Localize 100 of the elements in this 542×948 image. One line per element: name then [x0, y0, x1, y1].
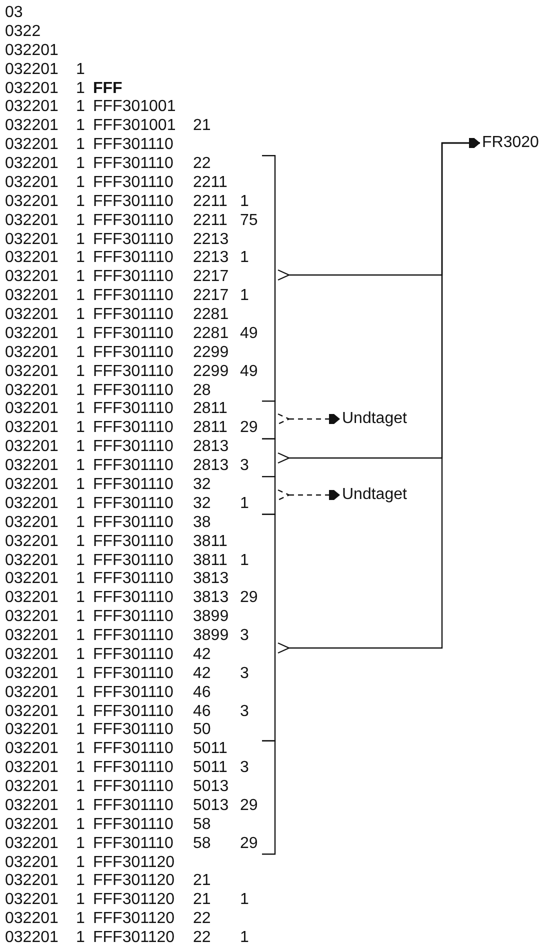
code-text: FFF301110 — [93, 532, 174, 551]
code-text: 032201 — [5, 249, 58, 268]
code-text: 29 — [240, 419, 258, 438]
code-text: FFF301110 — [93, 796, 174, 815]
code-text: 5013 — [193, 778, 229, 796]
code-text: 1 — [76, 816, 85, 834]
code-text: 29 — [240, 834, 258, 853]
code-text: 1 — [76, 664, 85, 683]
code-text: 22 — [193, 155, 211, 174]
code-text: FFF301110 — [93, 268, 174, 286]
code-text: FFF301110 — [93, 476, 174, 494]
code-text: 2213 — [193, 249, 229, 268]
code-text: 42 — [193, 646, 211, 664]
code-text: 1 — [76, 740, 85, 758]
code-text: FFF301110 — [93, 344, 174, 362]
code-text: FFF301110 — [93, 589, 174, 608]
code-text: 1 — [76, 646, 85, 664]
code-text: 49 — [240, 324, 258, 343]
code-text: 1 — [76, 854, 85, 872]
code-text: 1 — [76, 362, 85, 381]
code-text: FFF301110 — [93, 778, 174, 796]
code-text: FFF301110 — [93, 287, 174, 306]
code-text: 1 — [76, 457, 85, 476]
code-text: 2211 — [193, 212, 228, 230]
code-text: 3899 — [193, 608, 229, 626]
code-text: 1 — [76, 494, 85, 513]
code-text: 5011 — [193, 740, 228, 758]
arrow — [277, 138, 481, 654]
code-text: FFF301110 — [93, 834, 174, 853]
code-text: 032201 — [5, 382, 58, 400]
code-text: 1 — [76, 702, 85, 721]
code-text: 38 — [193, 514, 211, 532]
code-text: FFF301110 — [93, 646, 174, 664]
code-text: 1 — [76, 230, 85, 249]
code-text: 3813 — [193, 570, 229, 588]
code-text: 032201 — [5, 684, 58, 702]
code-text: FFF301110 — [93, 155, 174, 174]
code-text: 032201 — [5, 136, 58, 154]
code-text: 032201 — [5, 494, 58, 513]
code-text: 1 — [76, 721, 85, 740]
code-text: 1 — [76, 80, 85, 98]
code-text: 1 — [76, 872, 85, 890]
code-text: 1 — [76, 929, 85, 948]
code-text: 2211 — [193, 192, 228, 211]
code-text: 1 — [76, 476, 85, 494]
code-text: 1 — [76, 796, 85, 815]
code-text: 1 — [76, 382, 85, 400]
code-text: FFF301110 — [93, 816, 174, 834]
code-text: 3 — [240, 664, 249, 683]
code-text: 032201 — [5, 230, 58, 249]
code-text: 3 — [240, 702, 249, 721]
bracket — [262, 438, 276, 478]
code-text: 032201 — [5, 80, 58, 98]
code-text: 032201 — [5, 532, 58, 551]
code-text: 032201 — [5, 98, 58, 116]
code-text: 49 — [240, 362, 258, 381]
code-text: 032201 — [5, 929, 58, 948]
code-text: 032201 — [5, 608, 58, 626]
code-text: FFF301110 — [93, 570, 174, 588]
code-text: 1 — [76, 438, 85, 456]
code-text: FFF301110 — [93, 684, 174, 702]
code-text: FFF301110 — [93, 419, 174, 438]
code-text: 03 — [5, 4, 23, 22]
code-text: 032201 — [5, 552, 58, 570]
code-text: 2813 — [193, 457, 229, 476]
code-text: 032201 — [5, 306, 58, 324]
code-text: 032201 — [5, 627, 58, 646]
bracket — [262, 155, 276, 402]
bracket — [262, 400, 276, 440]
code-text: 1 — [76, 249, 85, 268]
code-text: 22 — [193, 910, 211, 928]
code-text: 3899 — [193, 627, 229, 646]
code-text: FFF301110 — [93, 324, 174, 343]
code-text: FFF301120 — [93, 929, 175, 948]
code-text: 3813 — [193, 589, 229, 608]
code-text: 032201 — [5, 419, 58, 438]
code-text: 032201 — [5, 60, 58, 79]
code-text: FFF — [93, 80, 122, 98]
code-text: 1 — [76, 778, 85, 796]
code-text: FFF301110 — [93, 174, 174, 192]
code-text: 1 — [76, 192, 85, 211]
code-text: 032201 — [5, 854, 58, 872]
code-text: 21 — [193, 891, 211, 910]
code-text: 032201 — [5, 192, 58, 211]
code-text: 3 — [240, 457, 249, 476]
code-text: 2811 — [193, 400, 228, 418]
code-text: FFF301110 — [93, 664, 174, 683]
code-text: FFF301110 — [93, 249, 174, 268]
destination-label: Undtaget — [342, 410, 407, 428]
code-text: 1 — [76, 532, 85, 551]
code-text: 1 — [76, 684, 85, 702]
code-text: FFF301110 — [93, 230, 174, 249]
code-text: 032201 — [5, 816, 58, 834]
code-text: 58 — [193, 834, 211, 853]
code-text: FFF301110 — [93, 362, 174, 381]
code-text: FFF301120 — [93, 891, 175, 910]
code-text: FFF301110 — [93, 721, 174, 740]
code-text: 28 — [193, 382, 211, 400]
bracket — [262, 740, 276, 855]
code-text: 1 — [76, 344, 85, 362]
